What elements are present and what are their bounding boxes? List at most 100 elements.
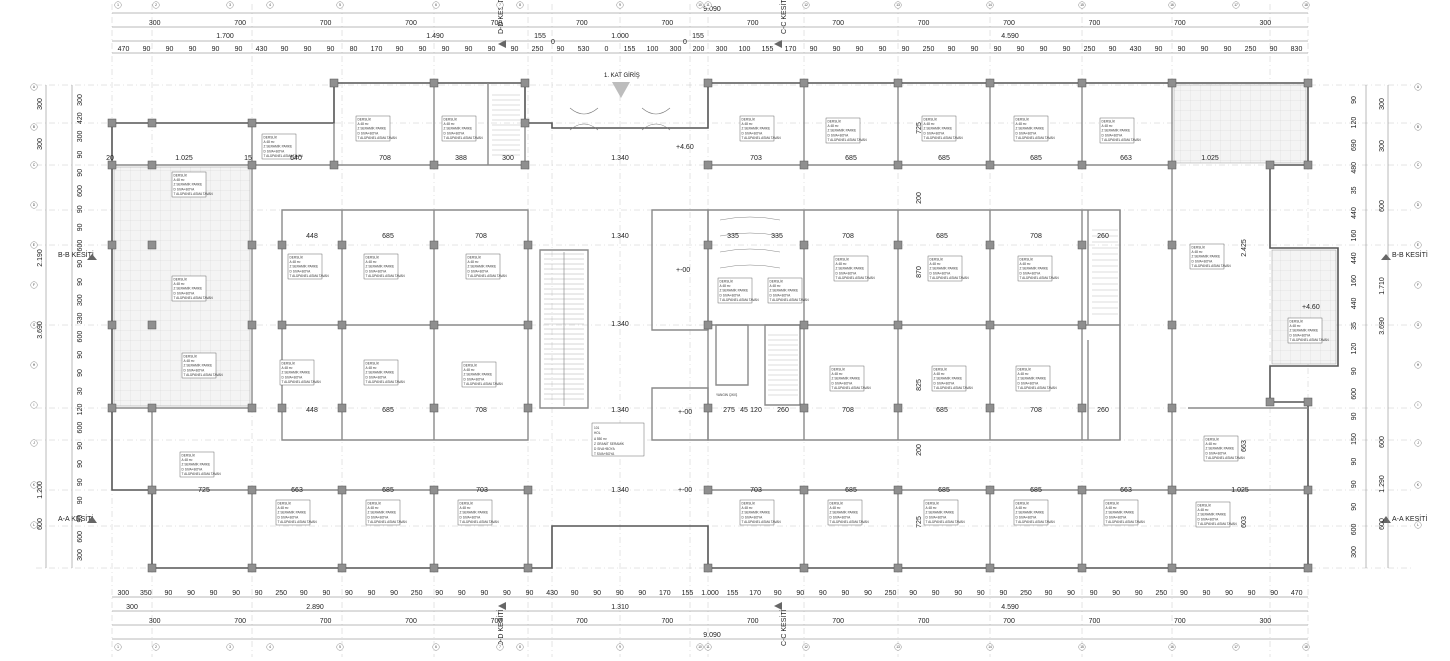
svg-text:Z SERAMİK PARKE: Z SERAMİK PARKE bbox=[1192, 254, 1221, 259]
dim-top-row3-47: 90 bbox=[1201, 46, 1209, 53]
svg-text:L: L bbox=[33, 523, 35, 527]
dim-top-row3-30: 90 bbox=[810, 46, 818, 53]
column-8 bbox=[147, 160, 157, 170]
svg-text:K: K bbox=[33, 483, 36, 487]
rw-row3-left-2: 708 bbox=[475, 407, 487, 414]
dim-bottom-row1-4: 90 bbox=[210, 590, 218, 597]
grid-bubble-left-9: J bbox=[30, 439, 38, 447]
svg-text:9: 9 bbox=[619, 645, 621, 649]
dim-right-outer-1: 300 bbox=[1379, 140, 1386, 152]
column-78 bbox=[1303, 397, 1313, 407]
dim-top-row2-0: 1.700 bbox=[216, 33, 234, 40]
dim-left-inner-9: 90 bbox=[77, 260, 84, 268]
svg-text:C: C bbox=[33, 163, 36, 167]
svg-text:D: D bbox=[1417, 203, 1420, 207]
column-77 bbox=[1265, 397, 1275, 407]
svg-text:A 48 m²: A 48 m² bbox=[460, 506, 471, 510]
rw-mid-left-0: 448 bbox=[306, 233, 318, 240]
column-82 bbox=[985, 485, 995, 495]
dim-top-row2-3: 1.000 bbox=[611, 33, 629, 40]
dim-top-row3-6: 430 bbox=[256, 46, 268, 53]
svg-text:Z SERAMİK PARKE: Z SERAMİK PARKE bbox=[1018, 376, 1047, 381]
svg-text:J: J bbox=[33, 441, 35, 445]
svg-text:A 48 m²: A 48 m² bbox=[1106, 506, 1117, 510]
dim-top-row3-50: 90 bbox=[1270, 46, 1278, 53]
svg-text:8: 8 bbox=[519, 645, 521, 649]
column-9 bbox=[247, 160, 257, 170]
dim-bottom-row3-1: 700 bbox=[234, 618, 246, 625]
svg-text:T ALÜPANEL ASMA TAVAN: T ALÜPANEL ASMA TAVAN bbox=[358, 136, 398, 140]
svg-text:DERSLİK: DERSLİK bbox=[836, 257, 851, 262]
column-89 bbox=[985, 563, 995, 573]
dim-bottom-row1-40: 250 bbox=[1020, 590, 1032, 597]
column-75 bbox=[1077, 403, 1087, 413]
rw-top-right-5: 1.025 bbox=[1201, 155, 1219, 162]
column-34 bbox=[147, 485, 157, 495]
svg-text:D SIVA+BOYA: D SIVA+BOYA bbox=[836, 271, 858, 275]
dim-top-row3-31: 90 bbox=[833, 46, 841, 53]
dim-top-row1-1: 700 bbox=[234, 20, 246, 27]
dim-bottom-row1-52: 470 bbox=[1291, 590, 1303, 597]
dim-bottom-row1-5: 90 bbox=[232, 590, 240, 597]
dim-top-row3-25: 200 bbox=[693, 46, 705, 53]
column-84 bbox=[1167, 485, 1177, 495]
rw-vertical-6: 2.425 bbox=[1241, 239, 1248, 257]
svg-text:D SIVA+BOYA: D SIVA+BOYA bbox=[368, 515, 390, 519]
svg-text:D SIVA+BOYA: D SIVA+BOYA bbox=[282, 375, 304, 379]
column-41 bbox=[337, 563, 347, 573]
svg-text:Z SERAMİK PARKE: Z SERAMİK PARKE bbox=[770, 288, 799, 293]
svg-text:A 48 m²: A 48 m² bbox=[930, 262, 941, 266]
dim-left-outer-1: 300 bbox=[37, 138, 44, 150]
svg-text:DERSLİK: DERSLİK bbox=[174, 173, 189, 178]
svg-text:A 48 m²: A 48 m² bbox=[182, 458, 193, 462]
svg-text:T ALÜPANEL ASMA TAVAN: T ALÜPANEL ASMA TAVAN bbox=[182, 472, 222, 476]
svg-text:A 48 m²: A 48 m² bbox=[444, 122, 455, 126]
dim-bottom-row1-34: 250 bbox=[885, 590, 897, 597]
rw-top-left-0: 1.025 bbox=[175, 155, 193, 162]
column-54 bbox=[985, 160, 995, 170]
svg-text:F: F bbox=[33, 283, 35, 287]
dim-left-inner-10: 90 bbox=[77, 278, 84, 286]
grid-bubble-bottom-17: 18 bbox=[1302, 643, 1310, 651]
dim-left-inner-3: 90 bbox=[77, 151, 84, 159]
svg-text:C: C bbox=[1417, 163, 1420, 167]
dim-left-inner-20: 90 bbox=[77, 460, 84, 468]
column-2 bbox=[247, 118, 257, 128]
grid-bubble-bottom-1: 2 bbox=[152, 643, 160, 651]
svg-text:16: 16 bbox=[1170, 645, 1174, 649]
rw-row3-right-7: 260 bbox=[1097, 407, 1109, 414]
dim-top-row1-8: 700 bbox=[832, 20, 844, 27]
grid-bubble-left-2: C bbox=[30, 161, 38, 169]
svg-text:DERSLİK: DERSLİK bbox=[926, 501, 941, 506]
section-b-right: B-B KESİTİ bbox=[1392, 250, 1428, 259]
svg-text:D SIVA+BOYA: D SIVA+BOYA bbox=[926, 515, 948, 519]
dim-bottom-row1-3: 90 bbox=[187, 590, 195, 597]
svg-text:Z SERAMİK PARKE: Z SERAMİK PARKE bbox=[1020, 266, 1049, 271]
dim-bottom-row1-1: 350 bbox=[140, 590, 152, 597]
section-a-right: A-A KESİTİ bbox=[1392, 514, 1427, 523]
svg-text:A 48 m²: A 48 m² bbox=[1198, 508, 1209, 512]
svg-text:I: I bbox=[1418, 403, 1419, 407]
dim-bottom-row1-22: 90 bbox=[616, 590, 624, 597]
dim-top-row3-45: 90 bbox=[1155, 46, 1163, 53]
dim-top-row3-19: 90 bbox=[557, 46, 565, 53]
dim-top-zero-0: 0 bbox=[551, 39, 555, 46]
grid-bubble-top-1: 2 bbox=[152, 1, 160, 9]
dim-top-row3-42: 250 bbox=[1084, 46, 1096, 53]
dim-right-outer-3: 1.710 bbox=[1379, 277, 1386, 295]
svg-text:A 48 m²: A 48 m² bbox=[742, 506, 753, 510]
rw-mid-left-2: 708 bbox=[475, 233, 487, 240]
svg-text:2: 2 bbox=[155, 3, 157, 7]
dim-left-inner-13: 600 bbox=[77, 331, 84, 343]
column-74 bbox=[985, 403, 995, 413]
column-32 bbox=[429, 403, 439, 413]
dim-top-row1-12: 700 bbox=[1174, 20, 1186, 27]
svg-text:DERSLİK: DERSLİK bbox=[358, 117, 373, 122]
svg-text:15: 15 bbox=[1080, 3, 1084, 7]
